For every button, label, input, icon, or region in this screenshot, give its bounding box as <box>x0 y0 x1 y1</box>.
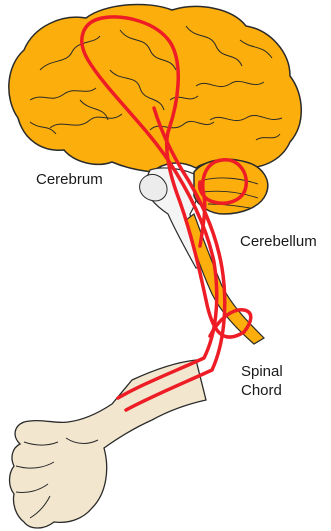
spinal-label: Spinal <box>241 363 283 381</box>
chord-label: Chord <box>241 382 282 400</box>
cerebellum-label: Cerebellum <box>240 233 317 251</box>
cerebrum-label: Cerebrum <box>36 171 103 189</box>
